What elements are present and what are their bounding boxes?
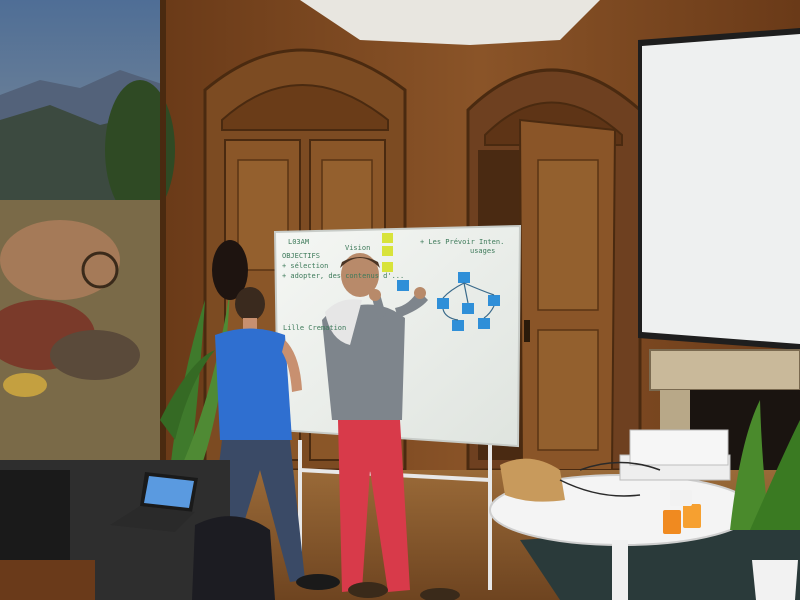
plant [160,240,248,470]
projection-screen [638,28,800,350]
whiteboard-top-right: + Les Prévoir Inten. [420,238,505,246]
armchair-arm [0,560,95,600]
potted-plant [730,400,800,600]
paper-bag [500,458,565,502]
wheel-figure [81,251,119,289]
whiteboard-side-label: Lille Cremation [283,324,347,332]
door-handle [524,320,530,342]
sticky-note-blue [437,298,449,309]
sticky-note-blue [458,272,470,283]
wall-poster [0,0,175,465]
sticky-note-yellow [382,262,393,272]
sticky-note-blue [488,295,500,306]
sticky-notes [382,233,500,331]
sticky-note-blue [462,303,474,314]
sticky-note-yellow [382,233,393,243]
sticky-note-blue [478,318,490,329]
projector [619,429,731,481]
whiteboard-top-right: usages [470,247,496,255]
sofa [0,460,230,600]
laptop [110,472,198,532]
sticky-note-blue [452,320,464,331]
whiteboard-line: + adopter, des contenus d'... [282,272,405,280]
cups [663,490,701,534]
backpack [192,516,275,600]
person-grey-hoodie [322,253,460,600]
whiteboard-title: L03AM [288,238,310,246]
marker-lines [442,282,495,321]
fan [212,240,248,300]
whiteboard-line: + sélection [282,262,329,270]
whiteboard-line: OBJECTIFS [282,252,320,260]
sticky-note-yellow [382,246,393,256]
whiteboard-top-center: Vision [345,244,371,252]
cables [559,461,661,497]
sticky-note-blue [397,280,409,291]
ceiling [300,0,600,45]
